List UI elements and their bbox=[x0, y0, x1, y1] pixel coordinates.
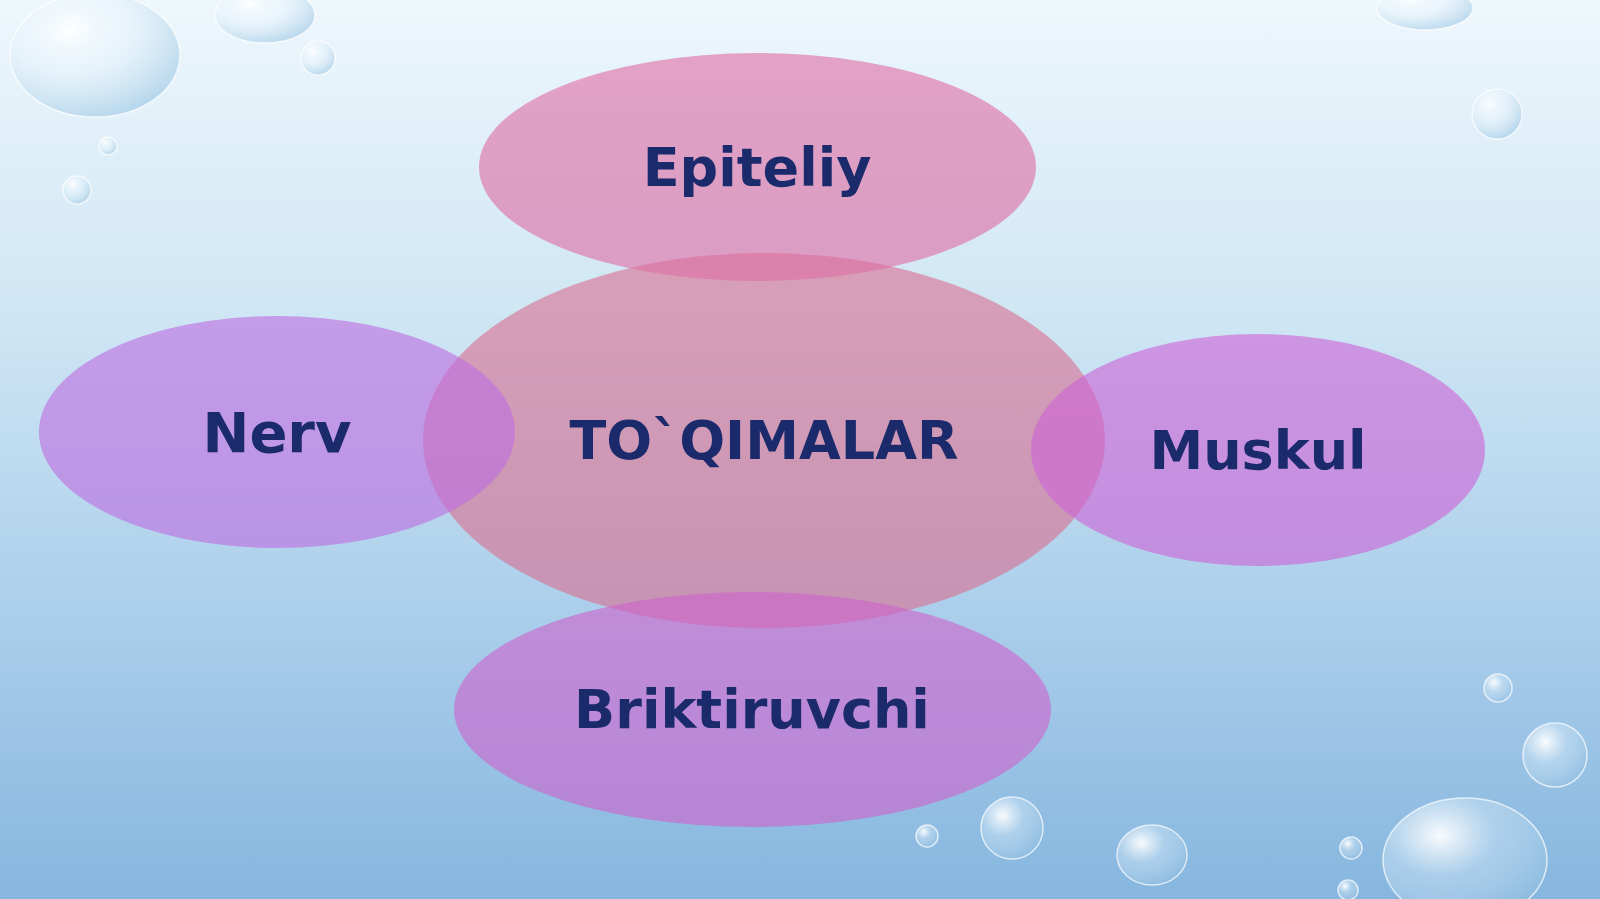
tissue-ellipse: Epiteliy bbox=[479, 53, 1036, 281]
tissue-ellipse: TO`QIMALAR bbox=[423, 253, 1105, 628]
tissue-ellipse: Briktiruvchi bbox=[454, 592, 1051, 827]
tissue-label: Epiteliy bbox=[643, 136, 872, 199]
tissue-label: Briktiruvchi bbox=[574, 678, 930, 741]
tissue-ellipse: Nerv bbox=[39, 316, 515, 548]
tissue-label: TO`QIMALAR bbox=[569, 409, 958, 472]
tissue-label: Muskul bbox=[1149, 419, 1366, 482]
tissue-label: Nerv bbox=[203, 400, 352, 465]
tissue-ellipse: Muskul bbox=[1031, 334, 1485, 566]
